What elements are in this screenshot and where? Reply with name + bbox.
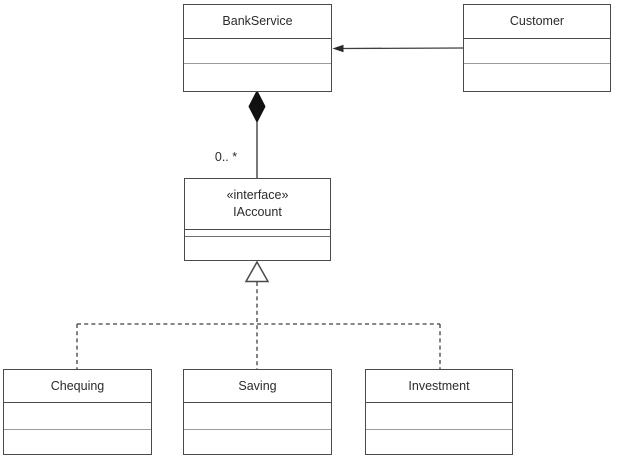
class-customer: Customer bbox=[463, 4, 611, 92]
class-investment-attributes bbox=[366, 403, 512, 430]
stereotype-label: «interface» bbox=[226, 188, 289, 202]
interface-iaccount: «interface» IAccount bbox=[184, 178, 331, 261]
class-name: Saving bbox=[238, 378, 277, 393]
interface-iaccount-title: «interface» IAccount bbox=[185, 179, 330, 230]
interface-iaccount-attributes bbox=[185, 230, 330, 237]
association-line bbox=[341, 47, 464, 50]
realization-triangle-icon bbox=[244, 260, 270, 283]
class-name: Customer bbox=[509, 14, 565, 28]
class-investment-title: Investment bbox=[366, 370, 512, 403]
class-name: Investment bbox=[408, 378, 470, 393]
class-customer-attributes bbox=[464, 39, 610, 64]
class-chequing-attributes bbox=[4, 403, 151, 430]
class-bankservice: BankService bbox=[183, 4, 332, 92]
class-name: IAccount bbox=[233, 205, 282, 219]
multiplicity-label: 0.. * bbox=[214, 150, 238, 164]
association-arrowhead-icon bbox=[332, 44, 344, 53]
class-saving-attributes bbox=[184, 403, 331, 430]
composition-diamond-icon bbox=[248, 89, 266, 124]
class-saving-operations bbox=[184, 430, 331, 454]
class-bankservice-operations bbox=[184, 64, 331, 91]
class-customer-title: Customer bbox=[464, 5, 610, 39]
class-bankservice-title: BankService bbox=[184, 5, 331, 39]
class-investment-operations bbox=[366, 430, 512, 454]
class-name: Chequing bbox=[50, 378, 105, 393]
class-investment: Investment bbox=[365, 369, 513, 455]
class-chequing-operations bbox=[4, 430, 151, 454]
realization-dashed-lines bbox=[76, 282, 441, 369]
interface-iaccount-operations bbox=[185, 237, 330, 260]
class-chequing-title: Chequing bbox=[4, 370, 151, 403]
class-bankservice-attributes bbox=[184, 39, 331, 64]
class-customer-operations bbox=[464, 64, 610, 91]
class-saving-title: Saving bbox=[184, 370, 331, 403]
class-name: BankService bbox=[222, 14, 293, 28]
class-chequing: Chequing bbox=[3, 369, 152, 455]
class-saving: Saving bbox=[183, 369, 332, 455]
